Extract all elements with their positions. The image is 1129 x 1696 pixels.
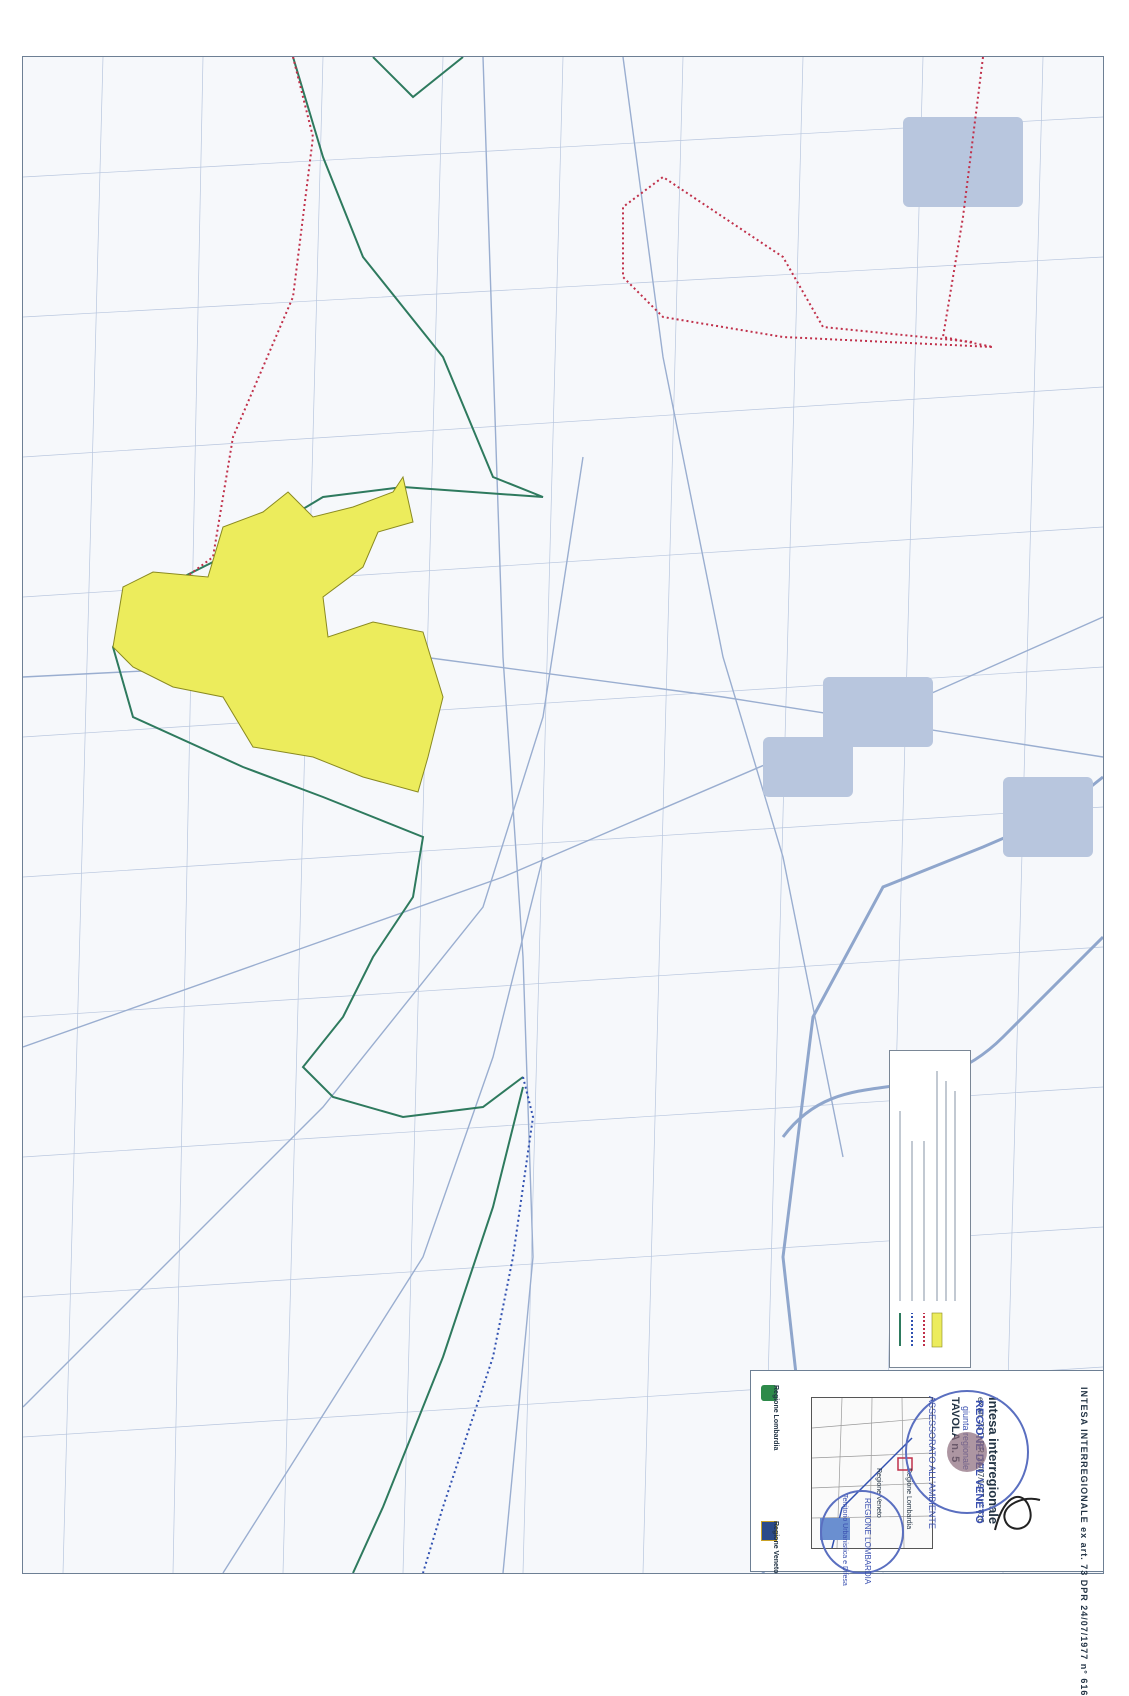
- region-left-label: Regione Veneto: [772, 1521, 779, 1574]
- logo-veneto-icon: [761, 1521, 777, 1541]
- stamp-regione-lombardia: REGIONE LOMBARDIA Territorio Urbanistica…: [820, 1490, 904, 1586]
- map-canvas: [23, 57, 1103, 1573]
- boundary-green-top: [372, 57, 464, 99]
- yellow-area: [112, 475, 444, 793]
- stamp-regione-veneto: REGIONE DEL VENETO giunta regionale ASSE…: [905, 1390, 1029, 1529]
- legend-box: [889, 1050, 971, 1368]
- stamp-emblem-icon: [947, 1432, 987, 1472]
- stamp-secondary-text: REGIONE LOMBARDIA: [863, 1498, 872, 1585]
- boundary-green-lower: [352, 1086, 524, 1573]
- header-strip-text: INTESA INTERREGIONALE ex art. 73 DPR 24/…: [1079, 1387, 1089, 1696]
- stamp-secondary-arc: Territorio Urbanistica e Difesa: [841, 1494, 848, 1586]
- stamp-main-arc: ASSESSORATO ALL'AMBIENTE: [927, 1396, 937, 1529]
- boundary-green: [111, 57, 544, 1119]
- region-right-label: Regione Lombardia: [772, 1385, 779, 1451]
- legend-swatches: [899, 1071, 956, 1348]
- logo-lombardia-icon: [761, 1385, 777, 1401]
- boundary-red-dotted-east: [622, 57, 994, 348]
- town-blocks: [763, 117, 1093, 857]
- map-frame: [22, 56, 1104, 1574]
- boundary-blue-dotted: [422, 1076, 535, 1573]
- signature-mark: [994, 1495, 1041, 1531]
